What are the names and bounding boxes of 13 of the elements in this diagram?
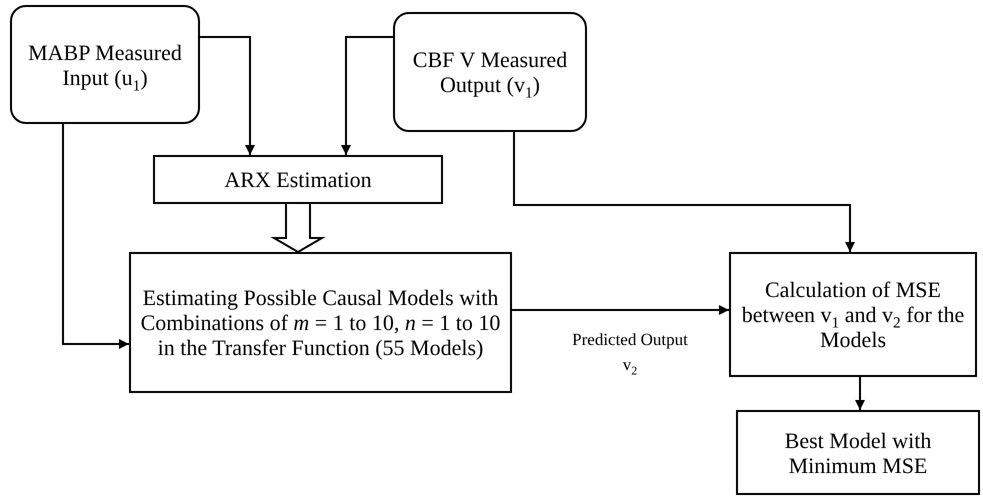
arrow [341,36,393,155]
process-box: ARX Estimation [153,155,443,204]
output-box: CBF V Measured Output (v$_{1}$) [393,12,587,132]
arrow [62,124,129,349]
process-box: Estimating Possible Causal Models with Combinations of m = 1 to 10, n = 1 to 10 in the Transfer Function (55 Models) [129,252,512,393]
input-box: MABP Measured Input (u$_{1}$) [10,5,200,124]
arrow [512,305,729,315]
arrow [513,132,855,252]
arrow [855,377,865,410]
block-arrow [270,203,326,254]
result-box: Best Model with Minimum MSE [736,410,980,495]
arrow [200,36,255,155]
process-box: Calculation of MSE between v$_{1}$ and v$_{2}$ for the Models [729,252,977,377]
